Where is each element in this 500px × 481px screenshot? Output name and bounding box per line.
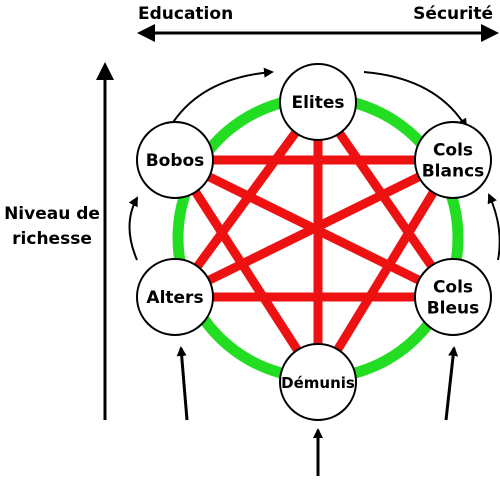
node-circle-alters xyxy=(136,258,214,336)
node-elites: Elites xyxy=(279,63,357,141)
node-circle-bobos xyxy=(136,121,214,199)
arrow-into-alters xyxy=(176,346,189,421)
node-label-demunis: Démunis xyxy=(281,374,355,392)
node-label-cols-blancs-1: Cols xyxy=(433,141,473,161)
bottom-arrows xyxy=(176,346,459,476)
link-alters-elites xyxy=(171,99,322,300)
arrow-into-cols-bleus xyxy=(444,346,459,421)
up-arrowhead-icon xyxy=(96,62,114,80)
node-circle-elites xyxy=(279,63,357,141)
arc-arrow-bobos-elites xyxy=(169,67,274,128)
education-security-axis: Education Sécurité xyxy=(137,4,499,42)
link-cols-blancs-demunis xyxy=(314,157,457,385)
node-label-cols-bleus-2: Bleus xyxy=(427,299,480,319)
node-label-alters: Alters xyxy=(146,288,203,308)
node-alters: Alters xyxy=(136,258,214,336)
node-circle-cols-bleus xyxy=(414,258,492,336)
node-label-cols-bleus-1: Cols xyxy=(433,278,473,298)
security-label: Sécurité xyxy=(413,4,493,24)
node-label-cols-blancs-2: Blancs xyxy=(422,162,485,182)
education-label: Education xyxy=(138,4,233,24)
link-bobos-demunis xyxy=(171,157,322,385)
arc-arrow-elites-cols-blancs xyxy=(363,71,468,129)
node-bobos: Bobos xyxy=(136,121,214,199)
wealth-axis: Niveau de richesse xyxy=(4,62,114,420)
right-arrowhead-icon xyxy=(481,24,499,42)
link-elites-cols-bleus xyxy=(314,99,457,300)
node-demunis: Démunis xyxy=(279,343,357,421)
node-label-bobos: Bobos xyxy=(146,151,205,171)
curved-arrows xyxy=(128,67,500,261)
arc-arrow-cols-bleus-cols-blancs xyxy=(487,193,500,261)
node-circle-cols-blancs xyxy=(414,121,492,199)
wealth-label-line1: Niveau de xyxy=(4,204,100,224)
arc-arrow-alters-bobos xyxy=(128,196,138,261)
red-links xyxy=(171,99,457,385)
wealth-label-line2: richesse xyxy=(12,229,92,249)
nodes: ElitesColsBlancsColsBleusDémunisAltersBo… xyxy=(136,63,492,421)
left-arrowhead-icon xyxy=(137,24,155,42)
node-label-elites: Elites xyxy=(291,93,344,113)
node-circle-demunis xyxy=(279,343,357,421)
